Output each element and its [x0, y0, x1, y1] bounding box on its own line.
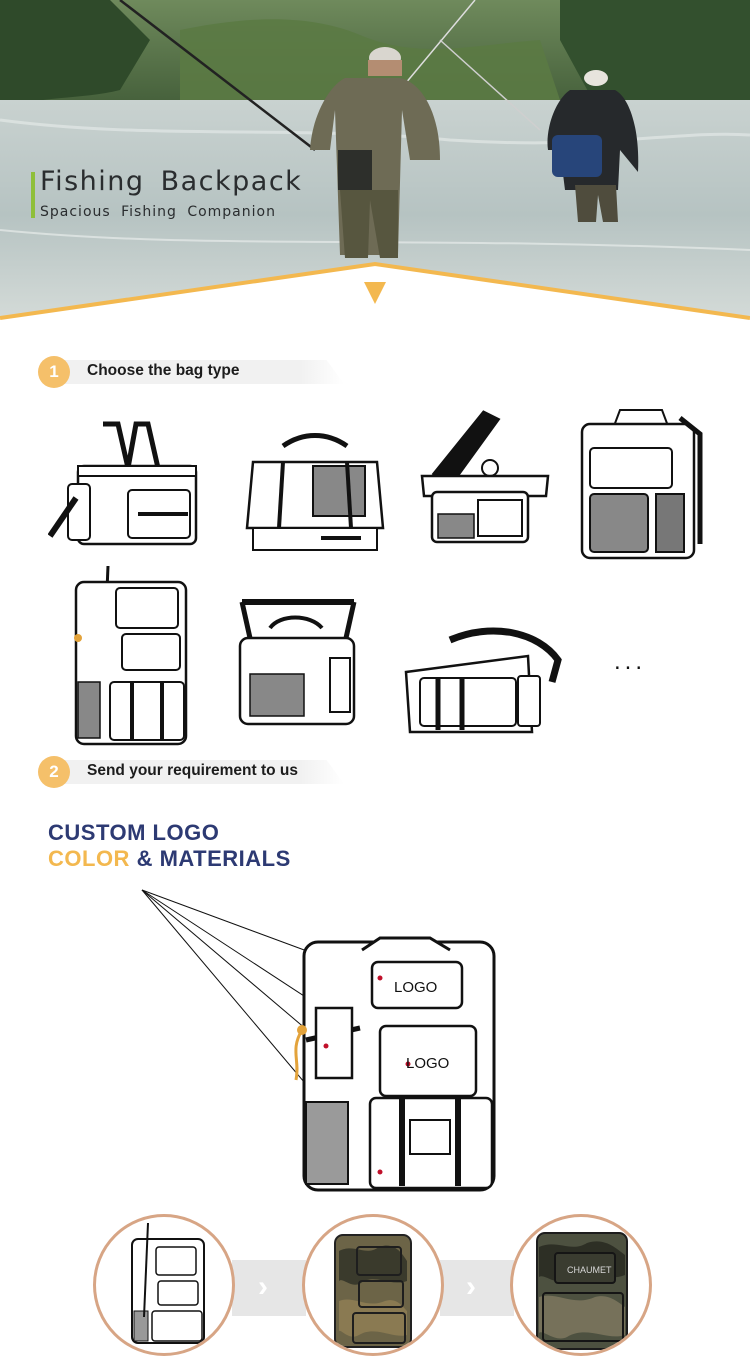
step-number: 1: [38, 356, 70, 388]
chevron-right-icon: ›: [258, 1270, 268, 1303]
variant-camo-branded[interactable]: CHAUMET: [510, 1214, 652, 1356]
step-label: Send your requirement to us: [87, 762, 299, 779]
variant-camo[interactable]: [302, 1214, 444, 1356]
color-materials-heading: COLOR & MATERIALS: [48, 846, 291, 872]
step-1-header: 1 Choose the bag type: [38, 356, 348, 388]
variant-white-sketch[interactable]: [93, 1214, 235, 1356]
logo-label-middle: LOGO: [406, 1055, 449, 1072]
hero-title: Fishing Backpack: [40, 166, 303, 197]
hero-subtitle: Spacious Fishing Companion: [40, 204, 276, 220]
bag-type-sling[interactable]: [418, 406, 552, 546]
chevron-right-icon: ›: [466, 1270, 476, 1303]
custom-backpack-diagram: LOGO LOGO: [141, 889, 496, 1192]
materials-words: & MATERIALS: [129, 846, 291, 871]
hero-photo: [0, 0, 750, 330]
hero-accent-bar: [31, 172, 35, 218]
bag-type-waist[interactable]: [402, 620, 562, 738]
logo-label-top: LOGO: [394, 979, 437, 996]
bag-type-rod-backpack[interactable]: [66, 562, 192, 748]
custom-logo-heading: CUSTOM LOGO: [48, 820, 220, 845]
hero-banner: Fishing Backpack Spacious Fishing Compan…: [0, 0, 750, 330]
bag-type-cooler-tote[interactable]: [48, 418, 208, 552]
step-ribbon: [54, 760, 344, 784]
backpack-camo-image: [334, 1234, 412, 1348]
step-2-header: 2 Send your requirement to us: [38, 756, 348, 788]
backpack-branded-image: CHAUMET: [536, 1232, 628, 1350]
brand-text: CHAUMET: [567, 1265, 612, 1275]
color-word: COLOR: [48, 846, 130, 871]
progress-connector-1: [232, 1260, 306, 1316]
step-number: 2: [38, 756, 70, 788]
bag-type-cooler-messenger[interactable]: [230, 588, 360, 730]
bag-type-duffel[interactable]: [243, 432, 387, 556]
backpack-sketch-image: [131, 1222, 205, 1344]
step-ribbon: [54, 360, 344, 384]
step-label: Choose the bag type: [87, 362, 240, 379]
bag-type-tackle-backpack[interactable]: [576, 404, 704, 562]
more-types-ellipsis: ...: [614, 648, 647, 675]
progress-connector-2: [440, 1260, 514, 1316]
